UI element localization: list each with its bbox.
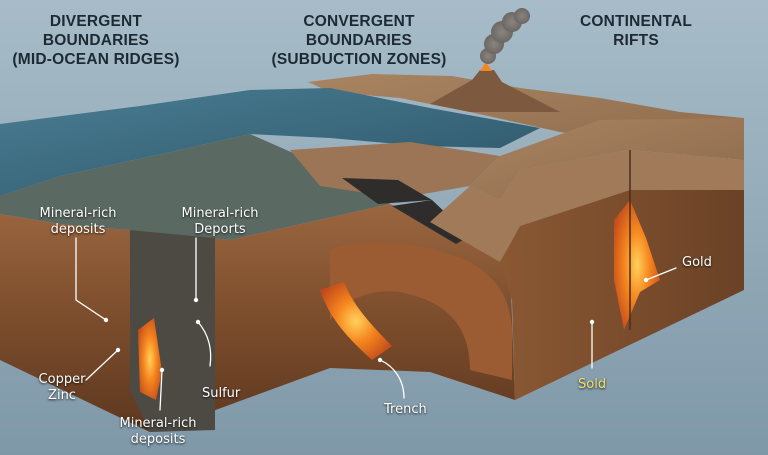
- label-sulfur: Sulfur: [202, 386, 240, 402]
- label-leader-lines: [75, 237, 677, 411]
- heading-convergent-boundaries: CONVERGENT BOUNDARIES (SUBDUCTION ZONES): [262, 12, 456, 69]
- label-mineral-rich-deports-ridge: Mineral-rich Deports: [172, 206, 268, 238]
- label-zinc: Zinc: [48, 388, 76, 403]
- label-gold: Gold: [682, 255, 712, 271]
- label-sulfur-text: Sulfur: [202, 386, 241, 401]
- central-plate-top: [290, 142, 500, 198]
- label-gold-text: Gold: [682, 255, 712, 270]
- volcano: [430, 70, 560, 112]
- heading-convergent-line2: (SUBDUCTION ZONES): [271, 51, 447, 68]
- label-trench-text: Trench: [384, 402, 427, 417]
- volcano-smoke-plume: [480, 8, 530, 64]
- label-mineral-rich-deposits-left: Mineral-rich deposits: [30, 206, 126, 238]
- label-trench: Trench: [384, 402, 427, 418]
- subduction-magma: [320, 282, 392, 360]
- label-copper-zinc: Copper Zinc: [32, 372, 92, 404]
- continental-block-top: [470, 118, 744, 200]
- label-mineral-left-line1: Mineral-rich: [39, 206, 117, 221]
- ridge-magma-conduit: [138, 318, 162, 400]
- heading-continental-rifts: CONTINENTAL RIFTS: [564, 12, 708, 50]
- subducting-slab: [330, 241, 512, 380]
- continental-block-mid: [430, 150, 744, 262]
- heading-divergent-line2: (MID-OCEAN RIDGES): [12, 51, 180, 68]
- label-mineral-left-line2: deposits: [50, 222, 106, 237]
- label-sold: Sold: [578, 377, 606, 393]
- rift-magma: [614, 200, 660, 330]
- subduction-slab-upper: [342, 178, 432, 204]
- label-mineral-rich-deposits-bottom: Mineral-rich deposits: [108, 416, 208, 448]
- ocean-surface: [0, 88, 540, 196]
- heading-divergent-boundaries: DIVERGENT BOUNDARIES (MID-OCEAN RIDGES): [12, 12, 180, 69]
- label-copper: Copper: [38, 372, 86, 387]
- heading-convergent-line1: CONVERGENT BOUNDARIES: [303, 13, 415, 49]
- volcano-lava-vent: [480, 62, 492, 71]
- heading-divergent-line1: DIVERGENT BOUNDARIES: [42, 13, 150, 49]
- label-sold-text: Sold: [578, 377, 607, 392]
- seafloor-top-left: [0, 134, 390, 240]
- label-mineral-bottom-line1: Mineral-rich: [119, 416, 197, 431]
- label-mineral-bottom-line2: deposits: [130, 432, 186, 447]
- label-mineral-ridge-line2: Deports: [194, 222, 246, 237]
- heading-rifts-line1: CONTINENTAL RIFTS: [579, 13, 693, 49]
- label-mineral-ridge-line1: Mineral-rich: [181, 206, 259, 221]
